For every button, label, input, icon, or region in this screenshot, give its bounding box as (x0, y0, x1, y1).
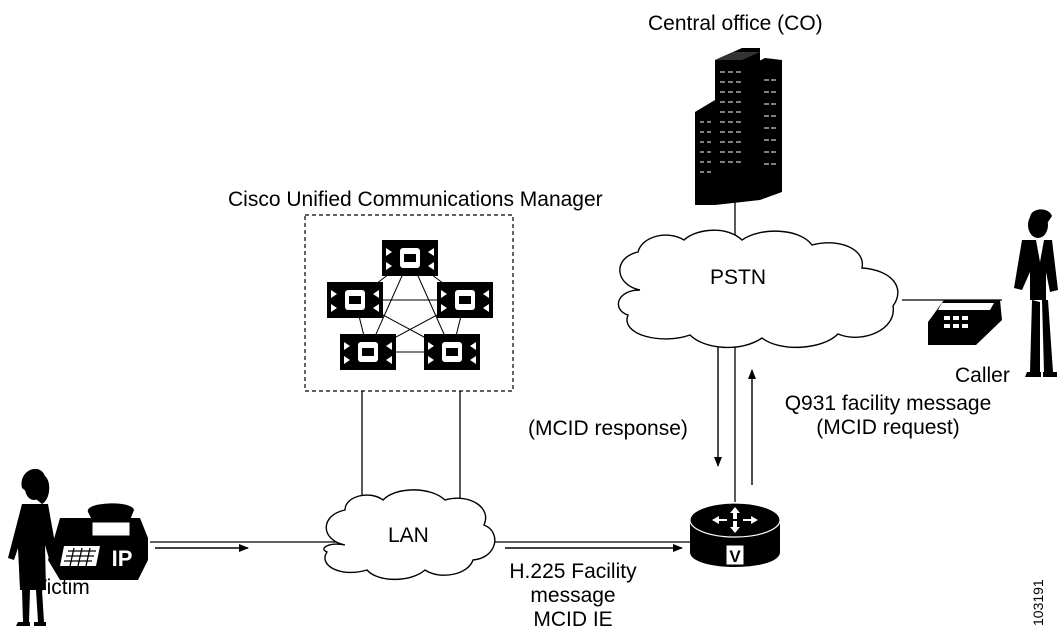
call-manager-server-icon (424, 334, 480, 370)
lan-cloud-icon (323, 489, 496, 581)
victim-label: Victim (33, 576, 90, 599)
voice-router-icon: V (689, 502, 781, 567)
q931-facility-label: Q931 facility message (MCID request) (758, 392, 1018, 440)
h225-line-2: message (530, 584, 616, 607)
central-office-label: Central office (CO) (648, 12, 823, 35)
cucm-server-icons (327, 240, 493, 370)
q931-line-2: (MCID request) (816, 416, 960, 439)
pstn-cloud-icon (617, 229, 899, 349)
q931-line-1: Q931 facility message (784, 392, 992, 415)
pstn-label: PSTN (710, 266, 767, 289)
central-office-building-icon (695, 48, 782, 205)
message-arrows (155, 340, 756, 552)
caller-phone-icon (928, 300, 1002, 345)
lan-label: LAN (388, 524, 429, 547)
ip-phone-badge: IP (112, 546, 133, 571)
connection-lines (150, 200, 1002, 543)
caller-label: Caller (955, 364, 1010, 387)
router-badge: V (729, 547, 741, 566)
h225-line-1: H.225 Facility (509, 560, 637, 583)
cucm-label: Cisco Unified Communications Manager (228, 188, 603, 211)
figure-id: 103191 (1030, 579, 1046, 626)
victim-person-icon (8, 468, 58, 626)
cucm-cluster-frame (304, 214, 514, 392)
victim-ip-phone-icon: IP (48, 503, 148, 580)
call-manager-server-icon (437, 282, 493, 318)
h225-facility-label: H.225 Facility message MCID IE (488, 560, 658, 632)
call-manager-server-icon (327, 282, 383, 318)
mcid-response-label: (MCID response) (528, 417, 688, 440)
caller-person-icon (1014, 209, 1058, 377)
h225-line-3: MCID IE (533, 608, 613, 631)
call-manager-server-icon (340, 334, 396, 370)
call-manager-server-icon (382, 240, 438, 276)
